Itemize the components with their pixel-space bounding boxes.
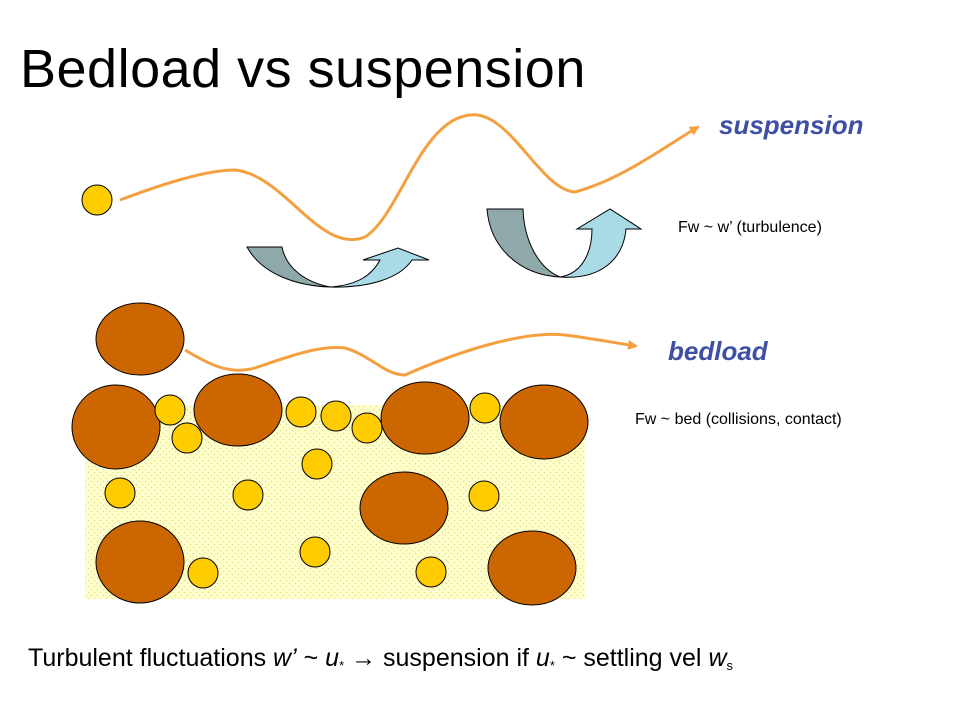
caption-text: Turbulent fluctuations — [28, 644, 274, 672]
large-grain — [487, 530, 577, 606]
small-grain — [469, 392, 501, 424]
large-grain-entrained — [95, 302, 185, 376]
small-grains — [104, 392, 501, 589]
small-grain — [285, 396, 317, 428]
caption-tilde: ~ — [296, 644, 326, 672]
u-star-subscript: * — [549, 658, 555, 673]
large-grain — [71, 384, 161, 470]
u-star-subscript: * — [339, 658, 345, 673]
u-star-symbol: u — [535, 644, 550, 672]
small-grain — [232, 479, 264, 511]
caption: Turbulent fluctuations w’ ~ u* → suspens… — [28, 644, 733, 673]
w-prime-symbol: w’ — [273, 644, 297, 672]
small-grain — [187, 557, 219, 589]
small-grain — [301, 448, 333, 480]
suspension-trajectory — [119, 113, 700, 241]
u-star-symbol: u — [325, 644, 340, 672]
small-grain — [171, 422, 203, 454]
small-grain — [351, 412, 383, 444]
small-grain — [468, 480, 500, 512]
settling-velocity-symbol: w — [708, 644, 727, 672]
suspended-particle — [81, 184, 113, 216]
right-eddy-icon — [486, 208, 643, 278]
large-grain — [380, 381, 470, 455]
small-grain — [320, 400, 352, 432]
suspension-force-note: Fw ~ w’ (turbulence) — [678, 219, 822, 236]
small-grain — [415, 556, 447, 588]
settling-velocity-subscript: s — [726, 658, 734, 673]
bedload-force-note: Fw ~ bed (collisions, contact) — [635, 411, 842, 428]
implies-arrow: → — [344, 644, 384, 672]
caption-text: ~ settling vel — [554, 644, 709, 672]
large-grain — [95, 520, 185, 604]
small-grain — [154, 394, 186, 426]
large-grain — [193, 373, 283, 447]
large-grains — [71, 302, 589, 606]
caption-text: suspension if — [383, 644, 536, 672]
bedload-trajectory — [184, 332, 638, 377]
bedload-label: bedload — [668, 336, 768, 366]
small-grain — [104, 477, 136, 509]
left-eddy-icon — [246, 246, 430, 288]
small-grain — [299, 536, 331, 568]
suspension-label: suspension — [719, 110, 864, 140]
slide-title: Bedload vs suspension — [20, 39, 586, 99]
large-grain — [359, 471, 449, 545]
large-grain — [499, 384, 589, 460]
